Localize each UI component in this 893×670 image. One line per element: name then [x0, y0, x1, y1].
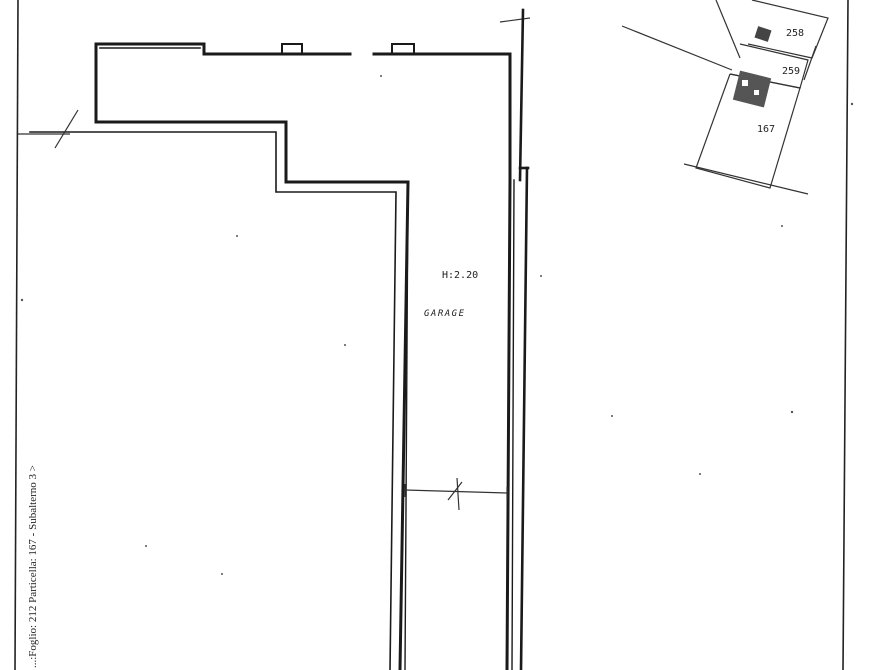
dimension-line	[404, 477, 508, 511]
parcel-label-167: 167	[757, 124, 775, 135]
garage-outer-walls	[29, 42, 515, 670]
height-label: H:2.20	[442, 270, 478, 281]
property-boundary-wall	[518, 8, 530, 670]
building-hatch	[732, 26, 772, 108]
parcel-label-259: 259	[782, 66, 800, 77]
parcel-label-258: 258	[786, 28, 804, 39]
boundary-tick	[54, 109, 79, 149]
cadastral-reference-caption: ...:Foglio: 212 Particella: 167 - Subalt…	[27, 465, 39, 668]
room-label-garage: GARAGE	[424, 309, 466, 319]
sheet-left-border	[14, 0, 19, 670]
scan-specks	[20, 75, 854, 575]
sheet-right-border	[842, 0, 849, 670]
sheet-top-tick	[499, 17, 531, 23]
location-inset-map: 258 259 167	[621, 0, 829, 195]
